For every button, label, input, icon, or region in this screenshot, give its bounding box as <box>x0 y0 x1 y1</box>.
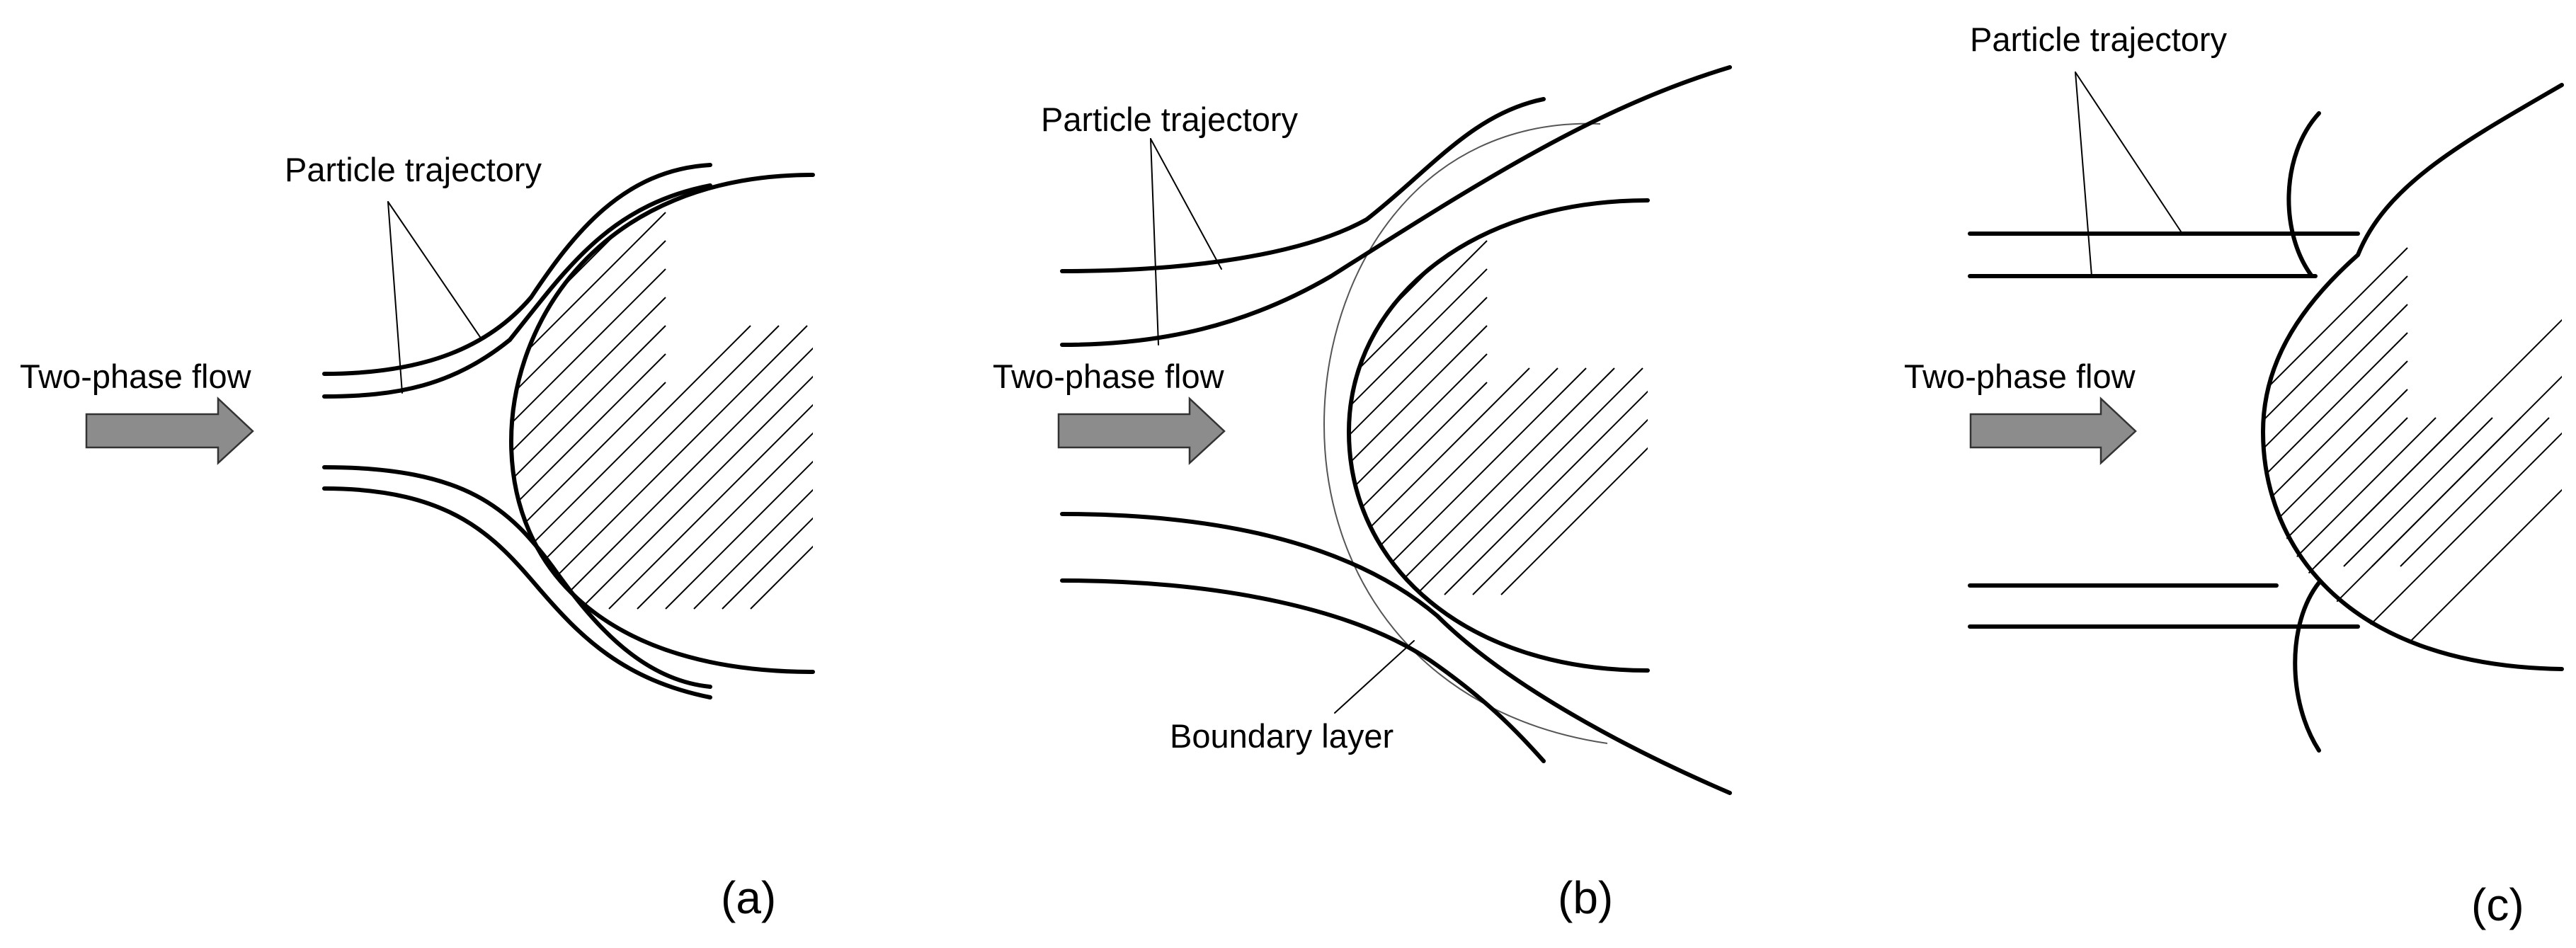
hatch-region-c <box>2263 247 2562 666</box>
trajectory-b-top-inner <box>1060 65 1732 347</box>
trajectory-b-bottom-outer <box>1060 578 1546 763</box>
flow-label-c: Two-phase flow <box>1904 358 2136 395</box>
leader-a-2 <box>387 201 481 338</box>
flow-label-b: Two-phase flow <box>993 358 1225 395</box>
trajectory-a-bottom-inner <box>322 465 712 689</box>
cylinder-a <box>509 173 815 674</box>
arc-c-top <box>2286 111 2321 278</box>
boundary-label-b: Boundary layer <box>1170 717 1394 755</box>
trajectory-b-bottom-inner <box>1060 512 1732 795</box>
trajectory-a-top-inner <box>322 183 712 399</box>
trajectory-label-a: Particle trajectory <box>285 151 542 188</box>
cylinder-c <box>2261 83 2564 671</box>
trajectory-label-c: Particle trajectory <box>1970 21 2228 58</box>
leader-b-boundary <box>1334 640 1415 714</box>
panel-a: Particle trajectory Two-phase flow (a) <box>20 151 815 923</box>
panel-label-c: (c) <box>2471 879 2524 930</box>
panel-label-a: (a) <box>721 872 776 923</box>
leader-b-1 <box>1150 138 1159 345</box>
leader-c-1 <box>2075 72 2092 277</box>
arc-c-bottom <box>2293 581 2321 753</box>
trajectory-a-bottom-outer <box>322 486 712 699</box>
trajectory-b-top-outer <box>1060 97 1546 273</box>
leader-c-2 <box>2075 72 2183 234</box>
panel-c: Particle trajectory Two-phase flow (c) <box>1904 21 2564 930</box>
trajectory-a-top-outer <box>322 163 712 376</box>
flow-arrow-b <box>1057 396 1226 465</box>
panel-b: Particle trajectory Two-phase flow Bound… <box>993 65 1732 923</box>
flow-label-a: Two-phase flow <box>20 358 252 395</box>
panel-label-b: (b) <box>1558 872 1613 923</box>
leader-a-1 <box>387 201 403 394</box>
hatch-region-a <box>511 175 813 610</box>
flow-arrow-a <box>85 396 254 465</box>
hatch-region-b <box>1349 200 1648 595</box>
cylinder-b <box>1347 198 1650 673</box>
boundary-layer-b <box>1323 122 1608 744</box>
trajectory-label-b: Particle trajectory <box>1041 101 1299 138</box>
leader-b-2 <box>1150 138 1222 270</box>
flow-arrow-c <box>1969 396 2137 465</box>
